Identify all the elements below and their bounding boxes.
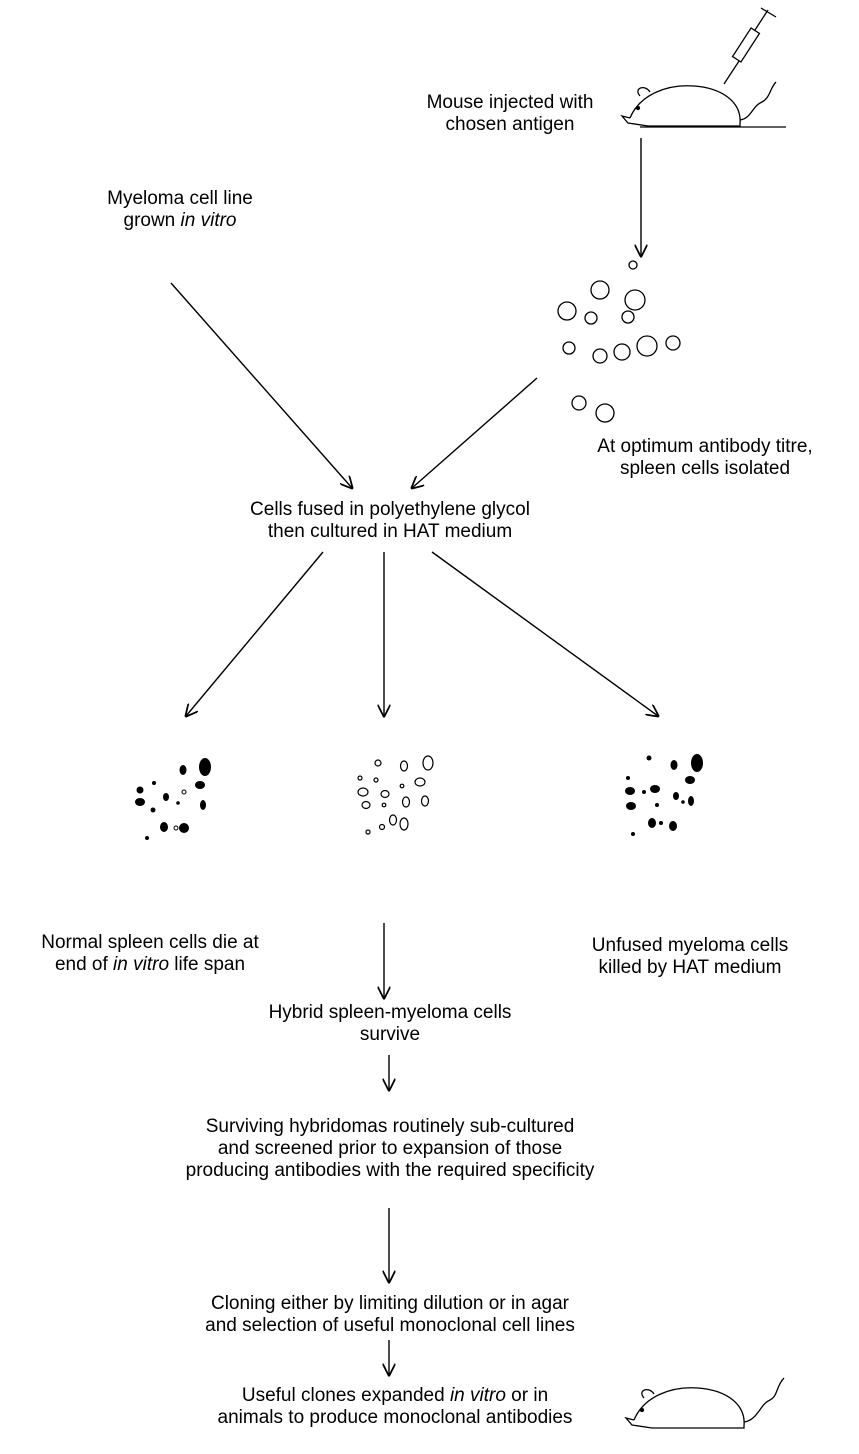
unfused-myeloma-label: Unfused myeloma cells killed by HAT medi…	[591, 935, 789, 978]
arrow-icon	[186, 551, 324, 716]
cell-cluster-icon-right	[625, 754, 703, 836]
arrow-icon	[170, 282, 352, 488]
mouse-injected-label: Mouse injected with chosen antigen	[426, 92, 594, 135]
syringe-icon	[723, 7, 777, 85]
cloning-label: Cloning either by limiting dilution or i…	[205, 1293, 575, 1336]
hybrid-label: Hybrid spleen-myeloma cells survive	[268, 1002, 512, 1045]
mouse-icon-expansion	[624, 1377, 785, 1429]
normal-spleen-label: Normal spleen cells die at end of in vit…	[41, 932, 259, 975]
myeloma-label: Myeloma cell line grown in vitro	[107, 188, 253, 231]
arrow-icon	[431, 551, 658, 716]
arrow-icon	[412, 377, 538, 488]
spleen-isolated-label: At optimum antibody titre, spleen cells …	[597, 436, 813, 479]
cell-cluster-icon-middle	[357, 755, 434, 835]
spleen-cells-icon	[557, 260, 681, 423]
expansion-label: Useful clones expanded in vitro or in an…	[217, 1385, 573, 1428]
cell-cluster-icon-left	[135, 758, 211, 840]
mouse-icon-injected	[620, 81, 786, 128]
fusion-label: Cells fused in polyethylene glycol then …	[250, 499, 530, 542]
screening-label: Surviving hybridomas routinely sub-cultu…	[185, 1116, 595, 1181]
